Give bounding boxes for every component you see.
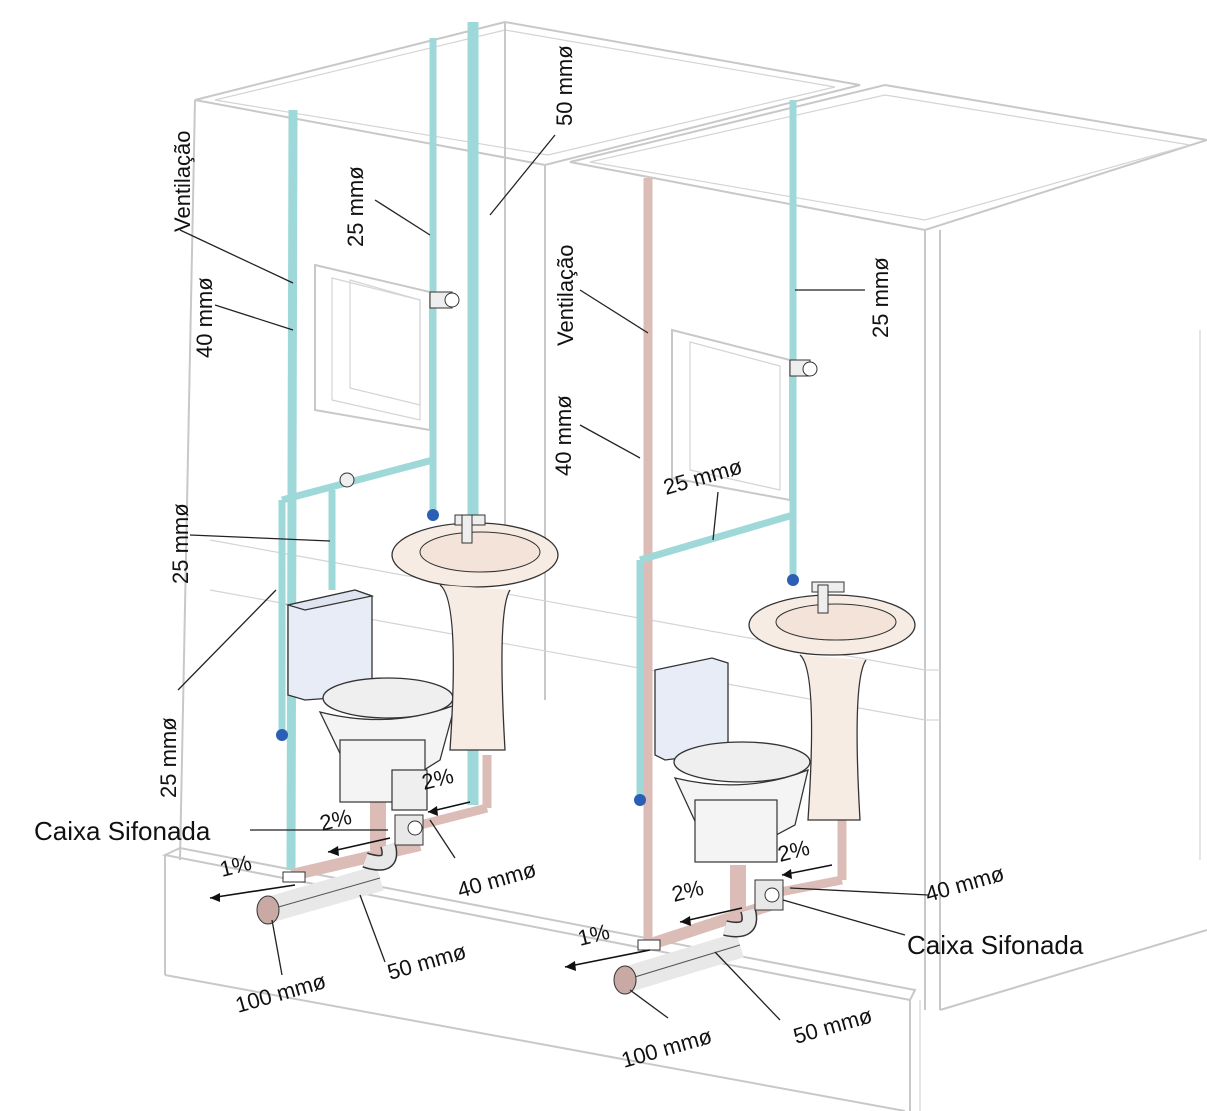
label-slope-right-1: 1%	[575, 919, 612, 951]
left-main-drain	[256, 842, 398, 925]
label-supply-main: 50 mmø	[552, 45, 577, 126]
label-drain-left-100: 100 mmø	[232, 968, 328, 1018]
left-waste-pipes	[256, 755, 492, 925]
label-ventilacao-right: Ventilação	[553, 244, 578, 346]
leader-lines	[177, 134, 929, 1021]
label-caixa-sifonada-right: Caixa Sifonada	[907, 930, 1084, 960]
label-vent-left-diameter: 40 mmø	[192, 277, 217, 358]
right-cold-water-supply	[634, 100, 818, 806]
label-supply-left-top: 25 mmø	[343, 166, 368, 247]
label-drain-right-50: 50 mmø	[790, 1003, 874, 1049]
label-caixa-sifonada-left: Caixa Sifonada	[34, 816, 211, 846]
label-drain-right-40: 40 mmø	[922, 861, 1006, 907]
label-slope-left-2a: 2%	[317, 804, 354, 836]
left-toilet	[285, 589, 456, 811]
diagram-labels: Ventilação 40 mmø 25 mmø 50 mmø 25 mmø 2…	[34, 45, 1084, 1072]
label-drain-left-40: 40 mmø	[454, 857, 538, 903]
label-supply-right-mid: 25 mmø	[660, 454, 744, 500]
label-supply-left-low: 25 mmø	[156, 717, 181, 798]
label-ventilacao-left: Ventilação	[170, 130, 195, 232]
slope-arrows	[209, 801, 833, 971]
right-toilet	[654, 657, 811, 863]
right-waste-pipes	[613, 820, 847, 995]
label-slope-right-2a: 2%	[669, 875, 706, 907]
right-main-drain	[613, 907, 758, 995]
right-sink	[748, 581, 916, 821]
building-walls	[161, 20, 1207, 1111]
label-slope-right-2b: 2%	[775, 835, 812, 867]
label-supply-right-top: 25 mmø	[868, 257, 893, 338]
label-drain-left-50: 50 mmø	[384, 939, 468, 985]
label-slope-left-1: 1%	[217, 850, 254, 882]
left-sink	[391, 514, 559, 751]
label-vent-right-diameter: 40 mmø	[551, 395, 576, 476]
label-drain-right-100: 100 mmø	[618, 1023, 714, 1073]
label-supply-left-mid: 25 mmø	[168, 503, 193, 584]
